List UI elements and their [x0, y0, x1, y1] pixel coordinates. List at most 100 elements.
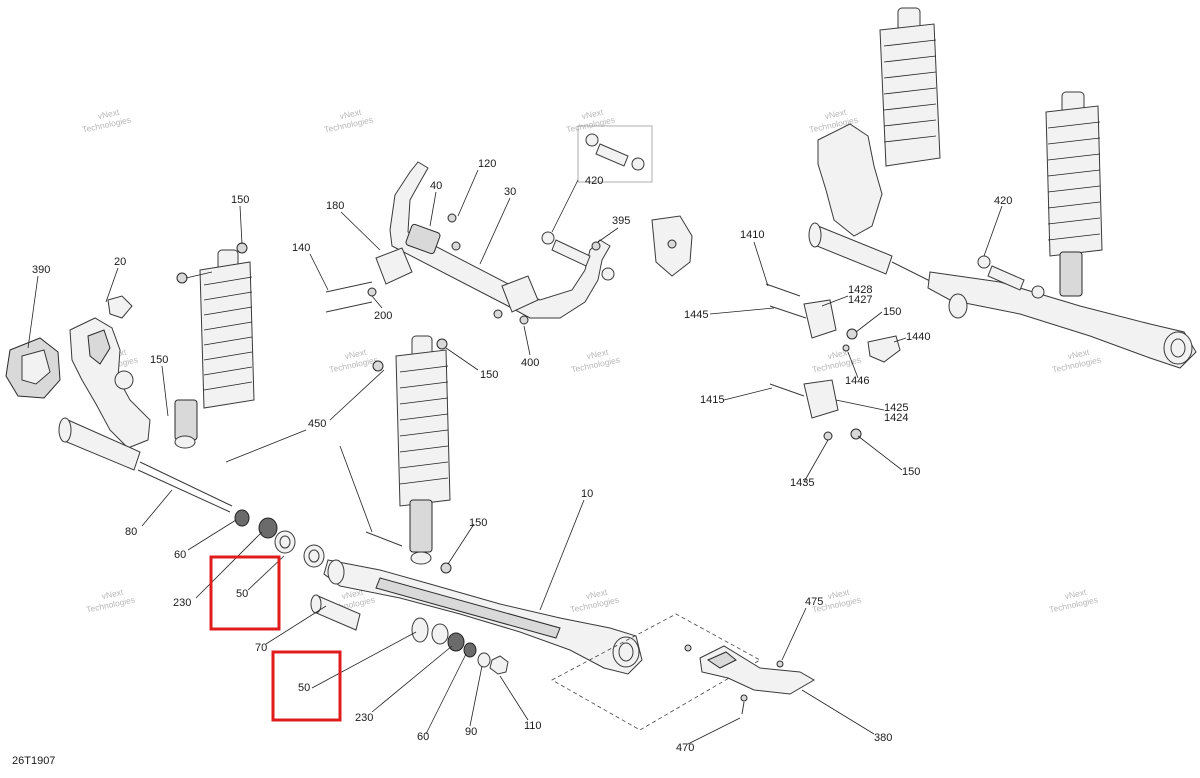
callout-1427[interactable]: 1427 — [848, 294, 872, 306]
callout-1415[interactable]: 1415 — [700, 394, 724, 406]
callout-150-shock-left[interactable]: 150 — [231, 194, 249, 206]
knuckle-right-drawing — [817, 123, 883, 237]
callout-50-upper[interactable]: 50 — [236, 588, 248, 600]
callout-230-right[interactable]: 230 — [355, 712, 373, 724]
bolt-140-lower — [325, 301, 373, 313]
callout-420-top[interactable]: 420 — [585, 175, 603, 187]
bolt-470 — [741, 701, 745, 715]
watermark-line1: vNext — [1064, 587, 1088, 601]
bolt-upper-left — [176, 271, 213, 284]
watermark: vNext Technologies — [1051, 347, 1102, 375]
callout-150-knuckle[interactable]: 150 — [150, 354, 168, 366]
callout-1446[interactable]: 1446 — [845, 375, 869, 387]
sway-bar-30-drawing — [389, 161, 611, 319]
callout-150-bracket-b[interactable]: 150 — [902, 466, 920, 478]
callout-60-left[interactable]: 60 — [174, 549, 186, 561]
link-420-sleeve — [551, 239, 591, 267]
callout-1435[interactable]: 1435 — [790, 477, 814, 489]
callout-140[interactable]: 140 — [292, 242, 310, 254]
callout-150-arm[interactable]: 150 — [469, 517, 487, 529]
callout-70[interactable]: 70 — [255, 642, 267, 654]
detail-frame-420 — [577, 125, 653, 183]
rivet-475 — [776, 660, 784, 668]
callout-60-right[interactable]: 60 — [417, 731, 429, 743]
callout-420-right[interactable]: 420 — [994, 195, 1012, 207]
callout-380[interactable]: 380 — [874, 732, 892, 744]
detail-frame-arm-end — [551, 613, 761, 731]
watermark-line1: vNext — [97, 107, 121, 121]
watermark: vNext Technologies — [565, 107, 616, 135]
callout-90[interactable]: 90 — [465, 726, 477, 738]
callout-20[interactable]: 20 — [114, 256, 126, 268]
right-assembly — [765, 7, 1197, 441]
detail-bushing-b — [631, 157, 645, 171]
link-420-right-b — [1031, 285, 1045, 299]
callout-150-bracket-a[interactable]: 150 — [883, 306, 901, 318]
bracket-1425-drawing — [803, 379, 839, 419]
callout-470[interactable]: 470 — [676, 742, 694, 754]
callout-120[interactable]: 120 — [478, 158, 496, 170]
callout-395[interactable]: 395 — [612, 215, 630, 227]
nut-450-shock — [372, 360, 384, 372]
pin-1440-drawing — [867, 335, 901, 363]
callout-30[interactable]: 30 — [504, 186, 516, 198]
watermark: vNext Technologies — [323, 107, 374, 135]
link-420-bushing-a — [541, 231, 555, 245]
trailing-arm-right-eye-inner — [1170, 338, 1186, 358]
callout-150-shock-center[interactable]: 150 — [480, 369, 498, 381]
callout-50-lower[interactable]: 50 — [298, 682, 310, 694]
callout-1445[interactable]: 1445 — [684, 309, 708, 321]
callout-390[interactable]: 390 — [32, 264, 50, 276]
nut-120-b — [451, 241, 461, 251]
callout-1428[interactable]: 1428 — [848, 284, 872, 296]
watermark: vNext Technologies — [569, 587, 620, 615]
washer-60-left — [234, 509, 250, 527]
nut-200 — [367, 287, 377, 297]
clamp-right-drawing — [501, 275, 539, 313]
nut-400 — [519, 315, 529, 325]
bracket-390-detail — [21, 349, 51, 385]
rivet-470 — [740, 694, 748, 702]
watermark-line1: vNext — [344, 347, 368, 361]
bushing-40-drawing — [405, 223, 441, 255]
callout-450[interactable]: 450 — [308, 418, 326, 430]
watermark: vNext Technologies — [811, 347, 862, 375]
knuckle-boss — [114, 370, 134, 390]
center-assembly — [323, 335, 761, 731]
highlight-box-part-50-upper[interactable] — [209, 555, 281, 631]
watermark-line1: vNext — [585, 587, 609, 601]
callout-200[interactable]: 200 — [374, 310, 392, 322]
spacer-70-end — [310, 594, 322, 614]
watermark-line1: vNext — [1067, 347, 1091, 361]
callout-80[interactable]: 80 — [125, 526, 137, 538]
detail-bushing-a — [585, 133, 599, 147]
washer-1446 — [842, 344, 850, 352]
rivet-470-b — [684, 644, 692, 652]
callout-40[interactable]: 40 — [430, 180, 442, 192]
nut-150-top-left — [236, 242, 248, 254]
callout-1425[interactable]: 1425 — [884, 402, 908, 414]
nut-150-bracket-a — [846, 328, 858, 340]
bearing-50-right — [411, 617, 429, 643]
trailing-arm-rib — [375, 577, 561, 639]
highlight-box-part-50-lower[interactable] — [271, 650, 342, 722]
callout-1440[interactable]: 1440 — [906, 331, 930, 343]
bearing-50-left-inner — [279, 535, 291, 549]
trailing-arm-right-front — [948, 293, 968, 319]
bolt-450 — [365, 531, 403, 547]
watermark: vNext Technologies — [1048, 587, 1099, 615]
callout-1424[interactable]: 1424 — [884, 412, 908, 424]
callout-475[interactable]: 475 — [805, 596, 823, 608]
washer-60-right — [463, 642, 477, 658]
callout-400[interactable]: 400 — [521, 357, 539, 369]
nut-120 — [447, 213, 457, 223]
trailing-arm-eye-inner — [618, 642, 634, 662]
callout-230-left[interactable]: 230 — [173, 597, 191, 609]
callout-110[interactable]: 110 — [524, 720, 542, 732]
callout-10[interactable]: 10 — [581, 488, 593, 500]
callout-1410[interactable]: 1410 — [740, 229, 764, 241]
watermark-line1: vNext — [341, 587, 365, 601]
watermark-line1: vNext — [339, 107, 363, 121]
callout-180[interactable]: 180 — [326, 200, 344, 212]
